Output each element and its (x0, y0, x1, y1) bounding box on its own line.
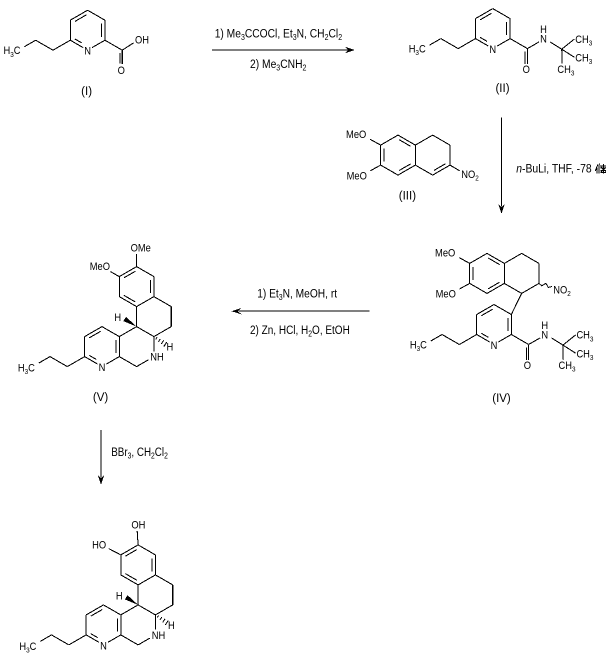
svg-text:OMe: OMe (131, 243, 152, 255)
svg-text:N: N (100, 641, 107, 653)
svg-text:N: N (84, 46, 91, 58)
svg-text:NH: NH (150, 352, 163, 364)
svg-text:CH3: CH3 (575, 53, 592, 66)
svg-text:H: H (167, 342, 174, 354)
svg-text:H: H (541, 320, 548, 332)
svg-text:BBr3, CH2Cl2: BBr3, CH2Cl2 (111, 446, 168, 461)
svg-text:(IV): (IV) (492, 393, 511, 405)
svg-text:MeO: MeO (90, 261, 110, 273)
svg-text:(II): (II) (495, 83, 509, 95)
svg-text:(V): (V) (93, 392, 109, 404)
svg-text:MeO: MeO (436, 289, 456, 301)
svg-text:H: H (168, 620, 175, 632)
svg-text:OH: OH (135, 35, 149, 47)
svg-text:N: N (491, 340, 498, 352)
svg-text:CH3: CH3 (576, 349, 593, 362)
svg-text:(I): (I) (81, 86, 92, 98)
svg-text:NO2: NO2 (553, 285, 571, 298)
svg-text:N: N (540, 34, 547, 46)
svg-text:H3C: H3C (410, 340, 427, 353)
svg-text:H3C: H3C (18, 363, 35, 376)
svg-text:OH: OH (131, 520, 145, 532)
svg-text:H3C: H3C (409, 44, 426, 57)
svg-text:CH3: CH3 (576, 330, 593, 343)
svg-text:2) Me3CNH2: 2) Me3CNH2 (250, 58, 306, 72)
svg-text:H3C: H3C (19, 641, 36, 654)
svg-text:O: O (523, 65, 530, 77)
svg-text:1) Me3CCOCl, Et3N, CH2Cl2: 1) Me3CCOCl, Et3N, CH2Cl2 (215, 28, 342, 42)
svg-text:(III): (III) (399, 191, 416, 203)
svg-text:NO2: NO2 (461, 169, 479, 182)
svg-text:HO: HO (92, 540, 106, 552)
svg-text:CH3: CH3 (557, 64, 574, 77)
svg-text:O: O (524, 360, 531, 372)
svg-text:H: H (116, 591, 123, 603)
svg-text:2) Zn, HCl, H2O, EtOH: 2) Zn, HCl, H2O, EtOH (250, 324, 350, 339)
svg-text:N: N (99, 362, 106, 374)
svg-text:H: H (114, 313, 121, 325)
svg-text:1) Et3N, MeOH, rt: 1) Et3N, MeOH, rt (257, 288, 338, 302)
svg-text:CH3: CH3 (559, 360, 576, 373)
svg-text:N: N (489, 44, 496, 56)
svg-text:N: N (541, 330, 548, 342)
svg-text:MeO: MeO (347, 171, 367, 183)
svg-text:H: H (540, 24, 547, 36)
svg-text:MeO: MeO (435, 248, 455, 260)
svg-text:n-BuLi, THF, -78: n-BuLi, THF, -78 (516, 163, 591, 176)
svg-text:MeO: MeO (346, 129, 366, 141)
svg-text:H3C: H3C (3, 46, 20, 59)
svg-text:O: O (118, 65, 125, 77)
svg-text:NH: NH (152, 630, 165, 642)
svg-text:CH3: CH3 (575, 34, 592, 47)
